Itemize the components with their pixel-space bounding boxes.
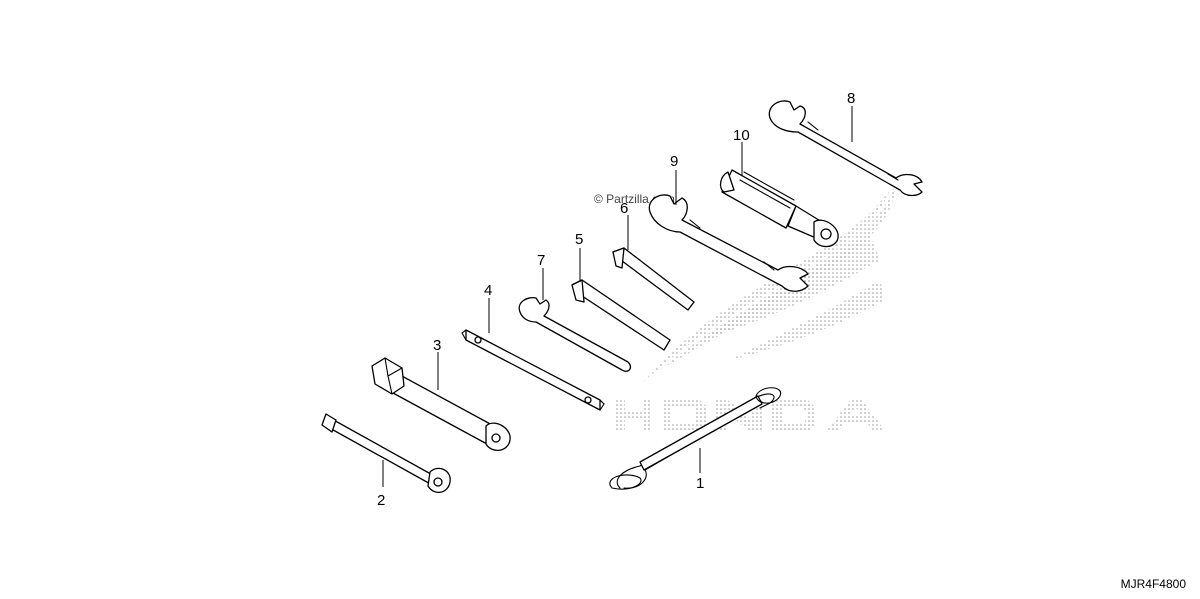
callout-1[interactable]: 1 [696, 475, 704, 492]
part-10-screwdriver[interactable] [719, 169, 839, 248]
part-9-double-wrench[interactable] [648, 194, 809, 292]
part-4-flat-bar[interactable] [461, 329, 605, 411]
callout-2[interactable]: 2 [377, 492, 385, 509]
part-2-pin-wrench[interactable] [321, 413, 451, 493]
callout-7[interactable]: 7 [537, 252, 545, 269]
drawing-code: MJR4F4800 [1120, 577, 1186, 591]
callout-6[interactable]: 6 [620, 200, 628, 217]
callout-3[interactable]: 3 [433, 337, 441, 354]
part-7-wrench[interactable] [518, 296, 632, 372]
part-8-double-wrench[interactable] [768, 100, 923, 197]
callout-10[interactable]: 10 [733, 127, 750, 144]
callout-9[interactable]: 9 [670, 153, 678, 170]
part-3-socket-wrench[interactable] [371, 357, 511, 451]
callout-4[interactable]: 4 [484, 282, 492, 299]
callout-8[interactable]: 8 [847, 90, 855, 107]
part-1-strap[interactable] [609, 387, 782, 490]
part-6-hex-key[interactable] [612, 247, 695, 311]
callout-5[interactable]: 5 [575, 231, 583, 248]
